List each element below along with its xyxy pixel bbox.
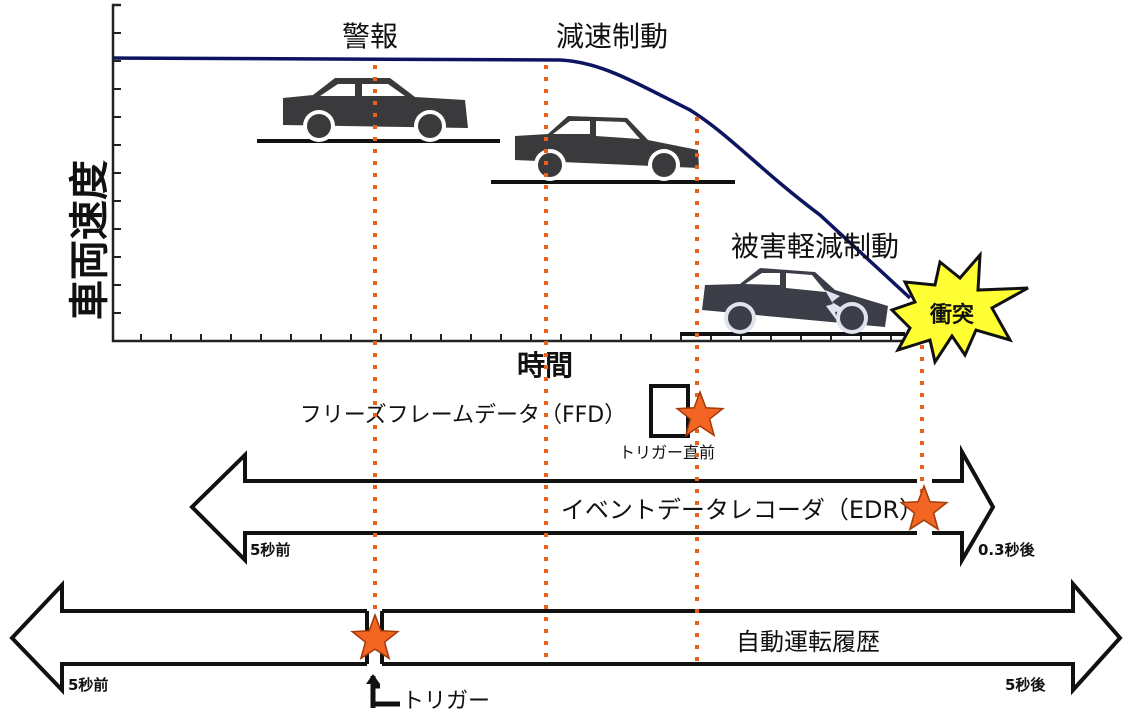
- collision-label: 衝突: [929, 302, 974, 328]
- star-icon-edr-trigger: [899, 483, 949, 532]
- y-axis-label: 車両速度: [67, 160, 113, 320]
- trigger-pointer-arrowhead: [366, 674, 380, 684]
- y-axis-ticks: [113, 32, 121, 314]
- car-icon-cruising: [257, 78, 500, 143]
- event-label-warning: 警報: [342, 20, 398, 53]
- speed-curve: [112, 56, 912, 300]
- edr-label: イベントデータレコーダ（EDR）: [561, 496, 923, 524]
- car-icon-mitigation-braking: [680, 268, 905, 336]
- edr-range-arrow: [189, 444, 996, 568]
- edr-start-label: 5秒前: [250, 541, 290, 559]
- autodrive-start-label: 5秒前: [68, 676, 108, 694]
- event-marker-lines: [373, 65, 924, 664]
- car-icon-decelerating: [491, 116, 735, 184]
- edr-end-label: 0.3秒後: [978, 541, 1036, 559]
- autodrive-end-label: 5秒後: [1005, 676, 1046, 694]
- ffd-label: フリーズフレームデータ（FFD）: [300, 403, 627, 428]
- autodrive-history-arrow: [9, 578, 1123, 696]
- collision-burst-icon: 衝突: [889, 250, 1029, 366]
- event-label-damage-mitigation: 被害軽減制動: [731, 230, 899, 263]
- ffd-sub-label: トリガー直前: [619, 443, 715, 462]
- trigger-label: トリガー: [402, 689, 490, 714]
- autodrive-history-label: 自動運転履歴: [736, 628, 880, 656]
- trigger-stars: [350, 389, 949, 661]
- star-icon-autodrive-trigger: [350, 612, 400, 661]
- event-label-deceleration: 減速制動: [556, 20, 668, 53]
- star-icon-ffd-trigger: [675, 389, 725, 438]
